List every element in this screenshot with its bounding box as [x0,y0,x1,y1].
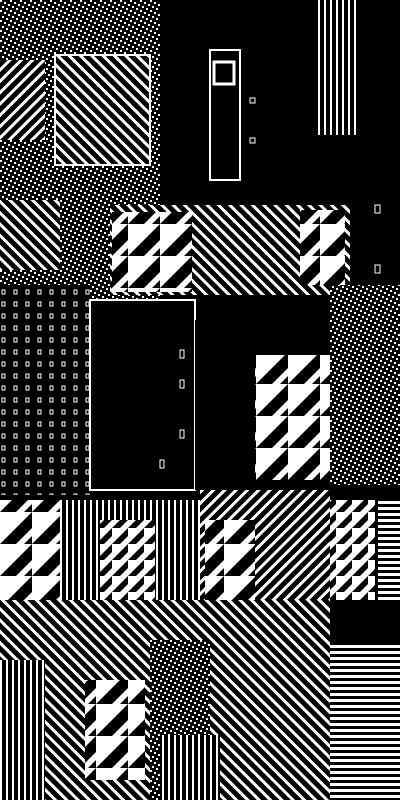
sierpinski-block-3 [255,355,330,480]
sierpinski-block-1 [112,212,192,292]
pillar-window [212,60,236,86]
stripe-region-bottom-left [0,660,45,800]
dotted-field-left [0,285,90,495]
sierpinski-block-4 [0,500,60,600]
scattered-outlines [159,97,381,469]
hstripe-strip-right [378,500,400,600]
hatch-block-1 [54,54,151,166]
stripe-column-top-right [318,0,358,135]
hatch-block-3 [0,200,60,270]
sierpinski-block-5 [100,520,155,600]
sierpinski-block-7 [330,500,375,600]
stripe-region-bottom [160,735,220,800]
sierpinski-block-8 [85,680,145,780]
dark-panel-center [89,299,196,491]
hstripe-region-bottom-right [330,645,400,800]
sierpinski-block-2 [300,210,345,285]
noise-region-right [330,285,400,485]
sierpinski-block-6 [205,520,255,600]
dark-panel-center-2 [195,320,255,490]
hatch-block-2 [0,60,45,140]
